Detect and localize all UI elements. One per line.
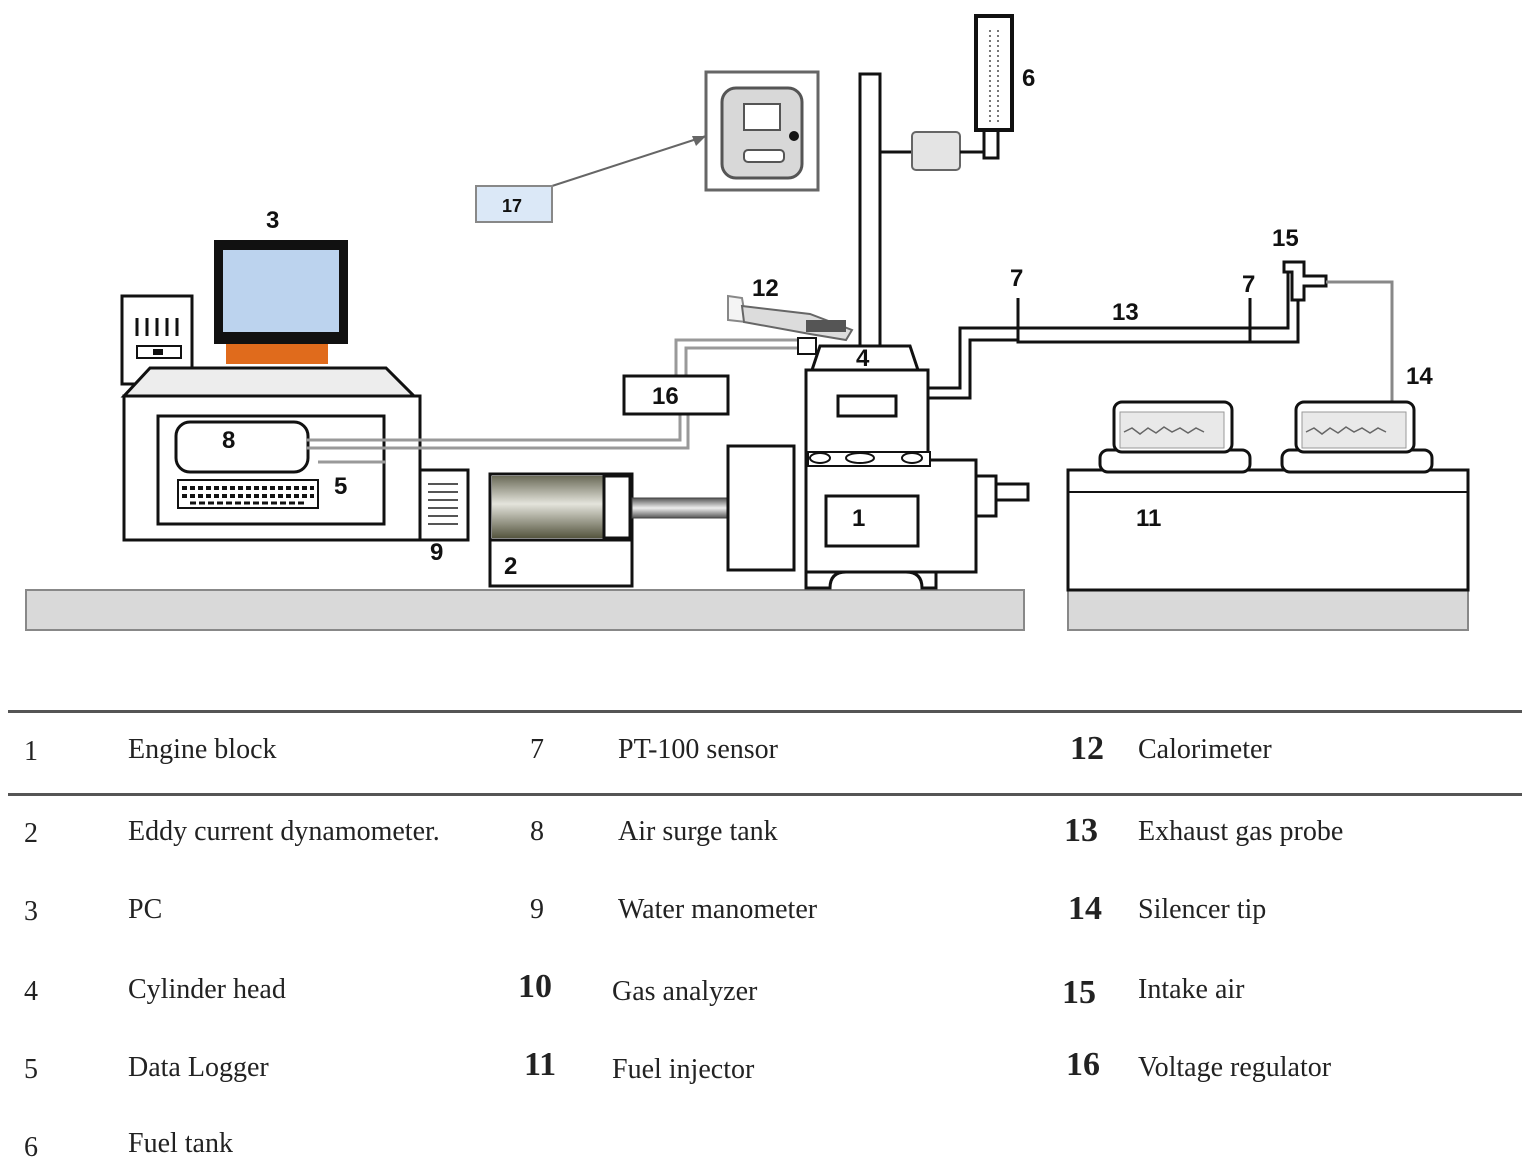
callout-intake: 15 — [1272, 225, 1299, 252]
legend-num: 4 — [24, 976, 38, 1007]
legend-num: 2 — [24, 818, 38, 849]
callout-air-surge-tank: 8 — [222, 427, 235, 454]
voltage-regulator — [622, 374, 730, 416]
legend-label: PC — [128, 894, 163, 925]
silencer-tip — [1282, 260, 1394, 402]
callout-engine-block: 1 — [852, 505, 865, 532]
legend-label: PT-100 sensor — [618, 734, 778, 765]
legend-label: Exhaust gas probe — [1138, 816, 1344, 847]
legend-num: 3 — [24, 896, 38, 927]
legend-num: 8 — [530, 816, 544, 847]
fuel-tank-burette — [974, 14, 1014, 132]
exhaust-gas-probe — [1016, 326, 1252, 344]
exhaust-riser — [1016, 264, 1300, 344]
legend-num: 15 — [1062, 974, 1096, 1011]
air-surge-tank — [174, 420, 310, 474]
legend-label: Cylinder head — [128, 974, 286, 1005]
test-bench-base — [25, 589, 1025, 631]
legend-top-rule — [8, 710, 1522, 713]
engine-test-rig-diagram: 3 8 5 9 16 — [25, 14, 1470, 631]
calorimeter — [727, 294, 854, 355]
legend-label: Water manometer — [618, 894, 818, 925]
legend-label: Data Logger — [128, 1052, 269, 1083]
legend-num: 13 — [1064, 812, 1098, 849]
callout-pt100-left: 7 — [1010, 265, 1023, 292]
legend-num: 9 — [530, 894, 544, 925]
gas-analyzer-unit-left — [1098, 400, 1252, 474]
legend-num: 10 — [518, 968, 552, 1005]
callout-pt100-right: 7 — [1242, 271, 1255, 298]
coupling-flywheel — [726, 444, 796, 572]
legend-header-rule — [8, 793, 1522, 796]
signal-lines — [306, 338, 800, 464]
legend-label: Engine block — [128, 734, 277, 765]
callout-fuel-injector: 11 — [1136, 505, 1161, 532]
voltage-display-panel — [475, 70, 820, 223]
legend-label: Voltage regulator — [1138, 1052, 1332, 1083]
callout-voltage-regulator: 16 — [652, 383, 679, 410]
callout-water-manometer: 9 — [430, 539, 443, 566]
legend-label: Eddy current dynamometer. — [128, 816, 440, 847]
analyzer-cabinet — [1066, 468, 1470, 592]
legend-num: 12 — [1070, 730, 1104, 767]
callout-exhaust-probe: 13 — [1112, 299, 1139, 326]
eddy-current-dynamometer — [488, 472, 729, 588]
water-manometer — [418, 468, 470, 542]
legend-label: Fuel injector — [612, 1054, 755, 1085]
data-logger — [177, 479, 319, 509]
legend-num: 6 — [24, 1132, 38, 1163]
legend-label: Silencer tip — [1138, 894, 1267, 925]
analyzer-bench-base — [1067, 589, 1469, 631]
legend-label: Intake air — [1138, 974, 1245, 1005]
callout-dynamometer: 2 — [504, 553, 517, 580]
callout-calorimeter: 12 — [752, 275, 779, 302]
legend-label: Calorimeter — [1138, 734, 1272, 765]
callout-cylinder-head: 4 — [856, 345, 870, 372]
callout-fuel-tank: 6 — [1022, 65, 1035, 92]
engine — [804, 368, 1030, 590]
legend-label: Air surge tank — [618, 816, 778, 847]
legend-num: 5 — [24, 1054, 38, 1085]
legend-num: 1 — [24, 736, 38, 767]
legend-label: Fuel tank — [128, 1128, 233, 1159]
intake-pipe — [858, 72, 882, 348]
legend-num: 7 — [530, 734, 544, 765]
legend-num: 11 — [524, 1046, 557, 1083]
legend-label: Gas analyzer — [612, 976, 758, 1007]
legend-num: 16 — [1066, 1046, 1100, 1083]
legend-num: 14 — [1068, 890, 1102, 927]
pc-monitor — [214, 240, 348, 364]
callout-pc: 3 — [266, 207, 279, 234]
callout-data-logger: 5 — [334, 473, 347, 500]
exhaust-line — [928, 326, 1018, 400]
component-legend: 1 Engine block 7 PT-100 sensor 12 Calori… — [0, 700, 1534, 1166]
callout-silencer: 14 — [1406, 363, 1433, 390]
callout-voltage-display: 17 — [502, 196, 522, 216]
fuel-line — [880, 128, 1000, 171]
gas-analyzer-unit-right — [1280, 400, 1434, 474]
